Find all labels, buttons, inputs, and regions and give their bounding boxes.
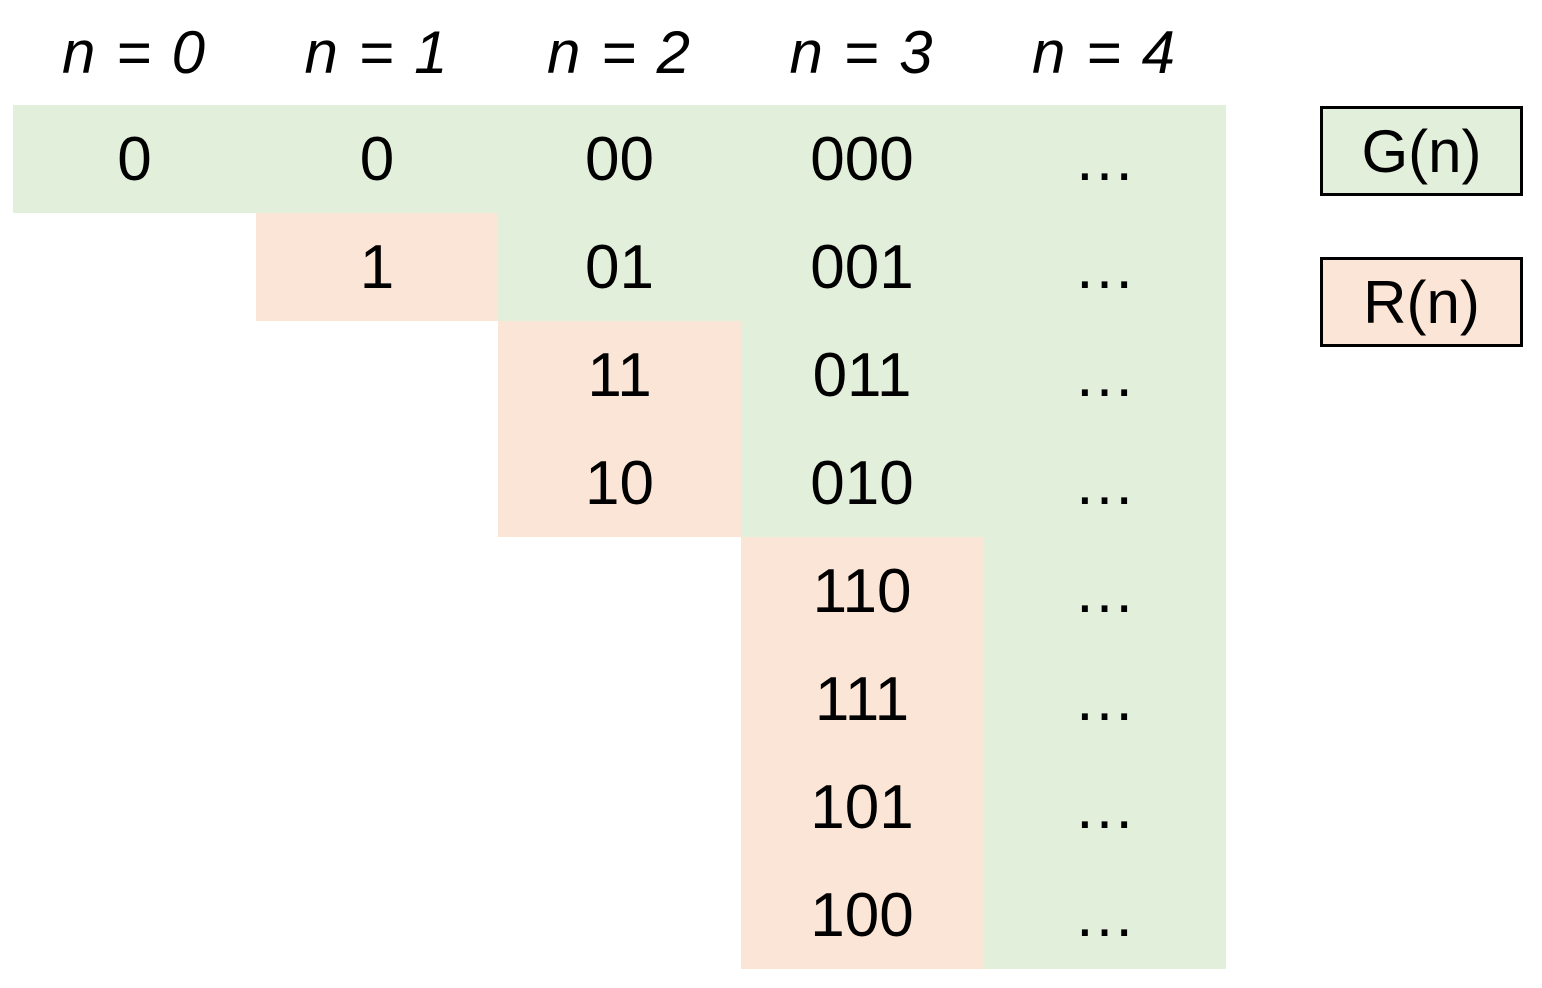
cell-n1-row1: 1 — [256, 213, 498, 321]
cell-n0-row0: 0 — [13, 105, 256, 213]
cell-n4-row6: … — [983, 753, 1226, 861]
column-header-n3: n = 3 — [789, 18, 935, 86]
cell-n2-row1: 01 — [498, 213, 741, 321]
cell-n3-row6: 101 — [741, 753, 983, 861]
legend-R-label: R(n) — [1363, 268, 1480, 336]
cell-n4-row0: … — [983, 105, 1226, 213]
cell-n3-row2: 011 — [741, 321, 983, 429]
legend-G-box: G(n) — [1320, 106, 1523, 196]
cell-n4-row2: … — [983, 321, 1226, 429]
cell-n3-row0: 000 — [741, 105, 983, 213]
cell-n3-row5: 111 — [741, 645, 983, 753]
column-header-n0: n = 0 — [61, 18, 208, 86]
column-header-n2: n = 2 — [546, 18, 693, 86]
cell-n3-row3: 010 — [741, 429, 983, 537]
cell-n4-row3: … — [983, 429, 1226, 537]
cell-n2-row3: 10 — [498, 429, 741, 537]
cell-n2-row2: 11 — [498, 321, 741, 429]
legend-G-label: G(n) — [1361, 117, 1482, 185]
cell-n2-row0: 00 — [498, 105, 741, 213]
column-header-n4: n = 4 — [1031, 18, 1178, 86]
cell-n1-row0: 0 — [256, 105, 498, 213]
column-header-n1: n = 1 — [304, 18, 450, 86]
cell-n3-row4: 110 — [741, 537, 983, 645]
cell-n4-row1: … — [983, 213, 1226, 321]
cell-n4-row7: … — [983, 861, 1226, 969]
cell-n3-row1: 001 — [741, 213, 983, 321]
cell-n4-row5: … — [983, 645, 1226, 753]
cell-n3-row7: 100 — [741, 861, 983, 969]
legend-R-box: R(n) — [1320, 257, 1523, 347]
cell-n4-row4: … — [983, 537, 1226, 645]
